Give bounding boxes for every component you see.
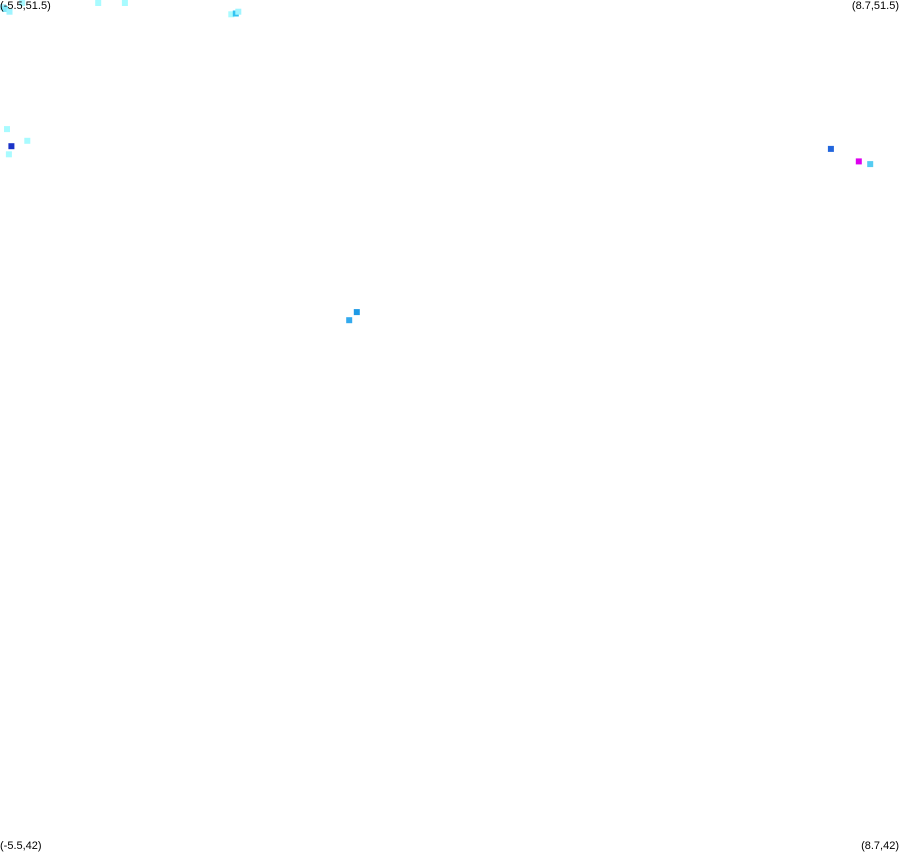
map-point-17[interactable] bbox=[867, 161, 874, 168]
map-point-10[interactable] bbox=[8, 143, 15, 150]
corner-label-top-right: (8.7,51.5) bbox=[851, 0, 899, 12]
corner-label-bottom-left: (-5.5,42) bbox=[0, 840, 42, 852]
map-point-3[interactable] bbox=[19, 0, 26, 6]
map-point-16[interactable] bbox=[855, 158, 862, 165]
map-point-6[interactable] bbox=[228, 11, 235, 18]
points-layer bbox=[0, 0, 874, 324]
corner-label-top-left: (-5.5,51.5) bbox=[0, 0, 51, 12]
map-point-13[interactable] bbox=[346, 317, 353, 324]
map-point-15[interactable] bbox=[827, 145, 834, 152]
map-point-11[interactable] bbox=[24, 137, 31, 144]
map-point-12[interactable] bbox=[5, 151, 12, 158]
map-point-4[interactable] bbox=[95, 0, 102, 6]
map-point-14[interactable] bbox=[353, 309, 360, 316]
corner-label-bottom-right: (8.7,42) bbox=[861, 840, 899, 852]
map-point-2[interactable] bbox=[6, 8, 13, 15]
map-point-1[interactable] bbox=[2, 6, 9, 12]
map-point-8[interactable] bbox=[235, 8, 242, 15]
map-point-9[interactable] bbox=[4, 126, 10, 133]
map-point-5[interactable] bbox=[121, 0, 128, 6]
